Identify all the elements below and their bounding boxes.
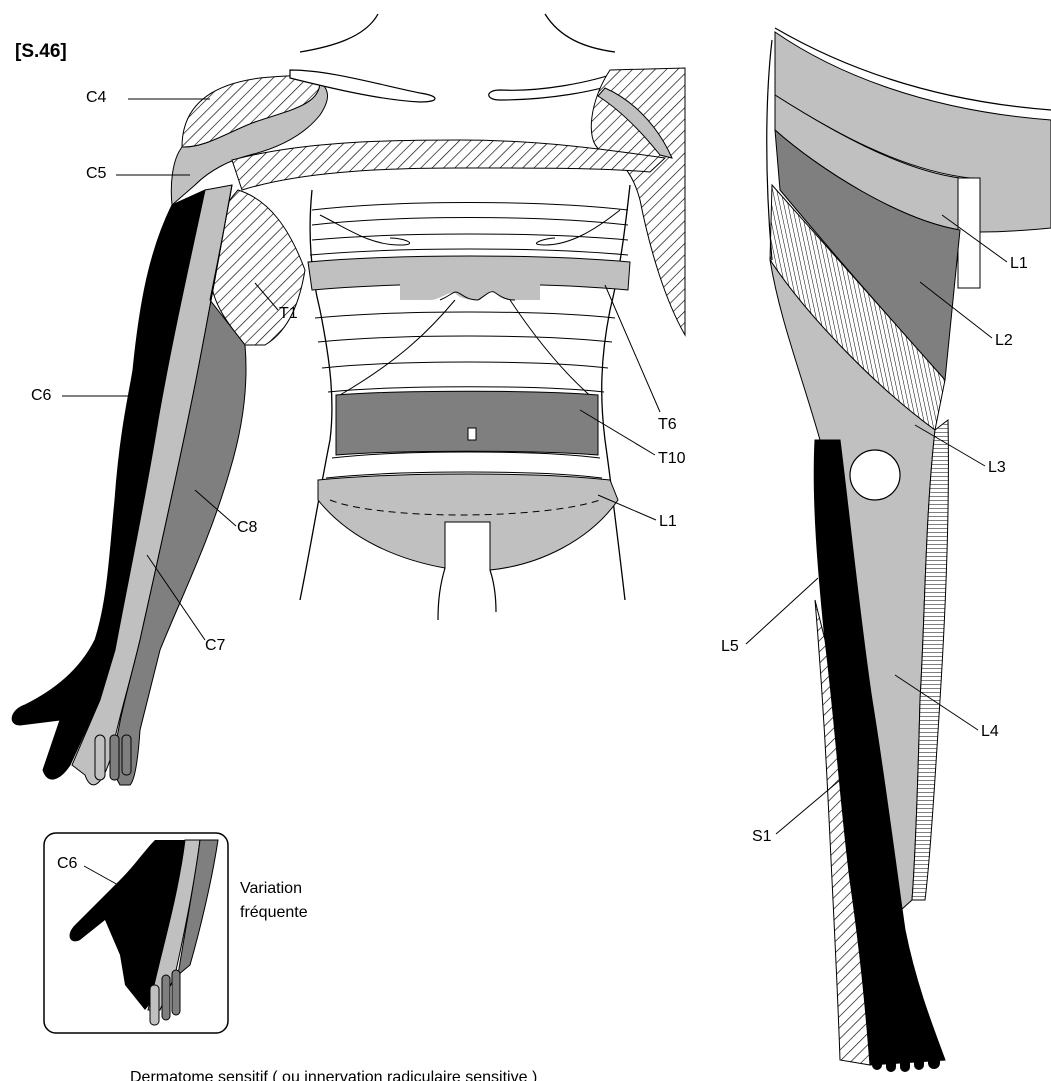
kneecap [850,450,900,500]
inset-finger-2 [162,975,170,1020]
label-c4: C4 [86,89,107,106]
arm-diagram [12,185,246,785]
inset-box: C6 [44,833,228,1033]
leg-right-top [490,570,496,612]
label-c8: C8 [237,519,258,536]
figure-caption: Dermatome sensitif ( ou innervation radi… [130,1069,537,1081]
torso-right-outline [602,185,630,600]
thoracic-stripe-4 [310,249,628,255]
toe-4 [914,1048,924,1070]
label-l1-leg: L1 [1010,255,1028,272]
neck-right-outline [545,14,615,52]
inset-note-line2: fréquente [240,904,308,921]
leg-gap-white [958,178,980,288]
inset-finger-1 [150,985,159,1025]
inset-note-line1: Variation [240,880,302,897]
thoracic-stripe-5 [315,312,615,318]
leader-l5 [746,578,818,644]
pec-right-outline [536,210,620,245]
thoracic-stripe-6 [318,336,612,342]
inset-finger-3 [172,970,180,1015]
label-l4: L4 [981,723,999,740]
label-l1-torso: L1 [659,513,677,530]
finger-1 [95,735,105,780]
leader-t6 [605,285,660,412]
toe-5 [928,1045,940,1069]
leg-left-top [438,568,445,620]
t6-band-notch [400,282,540,300]
l1-torso-band [318,474,618,570]
label-t1: T1 [279,305,298,322]
t10-band [336,391,598,455]
figure-id-label: [S.46] [15,41,67,62]
neck-left-outline [300,14,378,52]
label-l2: L2 [995,332,1013,349]
label-t6: T6 [658,416,677,433]
c4-right-region [591,68,685,335]
label-c7: C7 [205,637,226,654]
leg-diagram [767,28,1051,1072]
toe-3 [900,1050,910,1072]
rib-line-left [340,300,455,395]
label-l5: L5 [721,638,739,655]
label-t10: T10 [658,450,686,467]
label-c5: C5 [86,165,107,182]
label-s1: S1 [752,828,772,845]
thoracic-stripe-2 [312,218,628,226]
pec-left-outline [320,215,410,245]
thoracic-stripe-1 [312,203,628,211]
toe-1 [872,1048,882,1070]
toe-2 [886,1050,896,1072]
finger-2 [110,735,119,780]
label-l3: L3 [988,459,1006,476]
label-c6: C6 [31,387,52,404]
torso-left-outline [300,190,332,600]
inset-c6-label: C6 [57,855,78,872]
thoracic-stripe-7 [322,362,608,368]
finger-3 [122,735,131,775]
navel [468,428,476,440]
